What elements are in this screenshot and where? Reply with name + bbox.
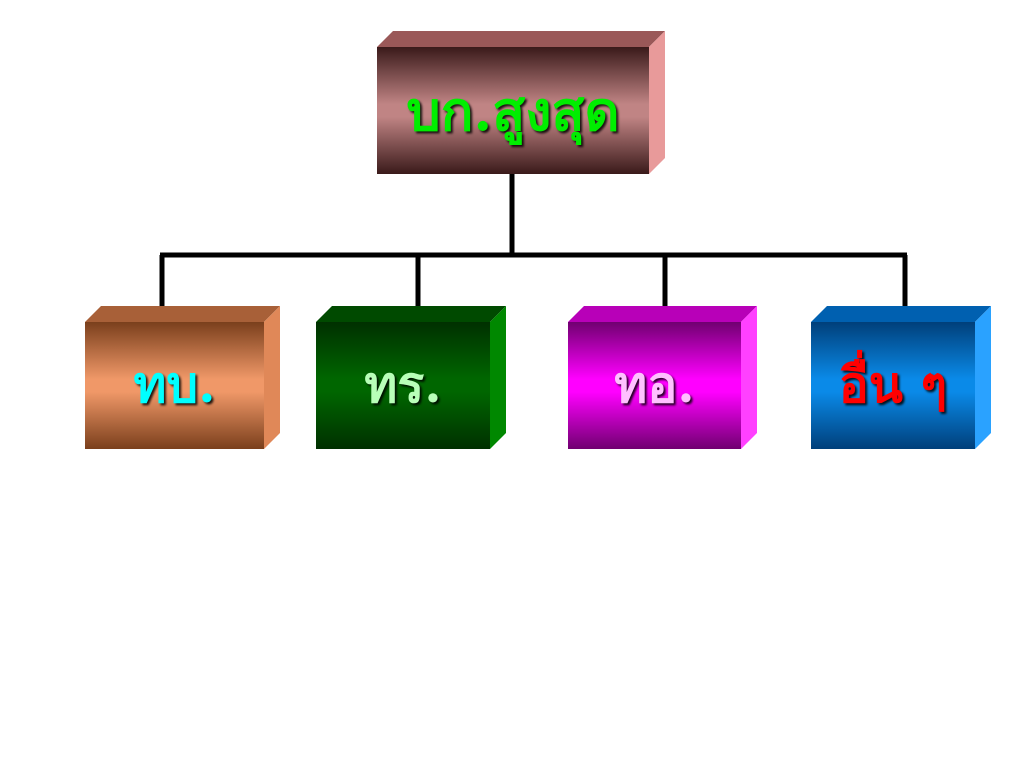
child-node-others: อื่น ๆ	[811, 306, 991, 449]
box-top-face	[568, 306, 757, 322]
army-node-label: ทบ.	[133, 355, 216, 414]
box-front-face	[568, 322, 741, 449]
child-node-air-force: ทอ.	[568, 306, 757, 449]
box-3d-shape	[316, 306, 506, 449]
box-3d-shape	[377, 31, 665, 174]
box-top-face	[377, 31, 665, 47]
box-side-face	[264, 306, 280, 449]
box-3d-shape	[85, 306, 280, 449]
root-node-supreme-command: บก.สูงสุด	[377, 31, 665, 174]
box-front-face	[811, 322, 975, 449]
box-top-face	[85, 306, 280, 322]
box-front-face	[316, 322, 490, 449]
air-force-node-label: ทอ.	[614, 355, 695, 414]
box-3d-shape	[568, 306, 757, 449]
box-top-face	[811, 306, 991, 322]
child-node-army: ทบ.	[85, 306, 280, 449]
others-node-label: อื่น ๆ	[838, 355, 948, 414]
root-node-label: บก.สูงสุด	[406, 78, 620, 143]
box-side-face	[741, 306, 757, 449]
child-node-navy: ทร.	[316, 306, 506, 449]
navy-node-label: ทร.	[364, 355, 442, 414]
box-side-face	[490, 306, 506, 449]
box-side-face	[975, 306, 991, 449]
box-side-face	[649, 31, 665, 174]
box-front-face	[377, 47, 649, 174]
box-top-face	[316, 306, 506, 322]
box-3d-shape	[811, 306, 991, 449]
box-front-face	[85, 322, 264, 449]
